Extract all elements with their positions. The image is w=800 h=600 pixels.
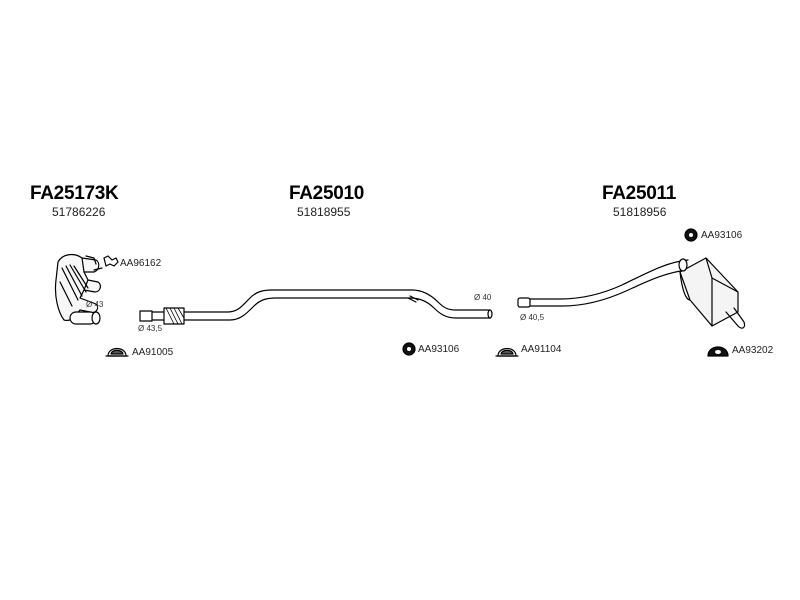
label-aa91104: AA91104 [521, 344, 562, 355]
diameter-label-43-5: Ø 43,5 [138, 324, 163, 333]
middle-pipe-drawing [139, 289, 493, 325]
part-number-catalyst: FA25173K [30, 183, 119, 204]
reference-middle-pipe: 51818955 [297, 205, 351, 219]
label-aa93202: AA93202 [732, 345, 774, 356]
diameter-label-40-5: Ø 40,5 [520, 313, 545, 322]
clamp-aa91005 [105, 347, 129, 357]
rubber-mount-aa93106-middle [402, 342, 416, 356]
diameter-label-40: Ø 40 [474, 293, 492, 302]
part-number-rear-silencer: FA25011 [602, 183, 676, 204]
rubber-mount-aa93106-right [684, 228, 698, 242]
rubber-hanger-aa93202 [707, 346, 729, 357]
label-aa93106-right: AA93106 [701, 230, 743, 241]
clamp-aa91104 [495, 347, 519, 357]
reference-catalyst: 51786226 [52, 205, 106, 219]
label-aa96162: AA96162 [120, 258, 162, 269]
part-number-middle-pipe: FA25010 [289, 183, 365, 204]
label-aa93106-middle: AA93106 [418, 344, 460, 355]
label-aa91005: AA91005 [132, 347, 174, 358]
rear-silencer-drawing [517, 257, 746, 329]
gasket-aa96162 [103, 255, 119, 267]
reference-rear-silencer: 51818956 [613, 205, 667, 219]
diameter-label-43: Ø 43 [86, 300, 104, 309]
catalytic-converter-drawing [54, 253, 103, 325]
